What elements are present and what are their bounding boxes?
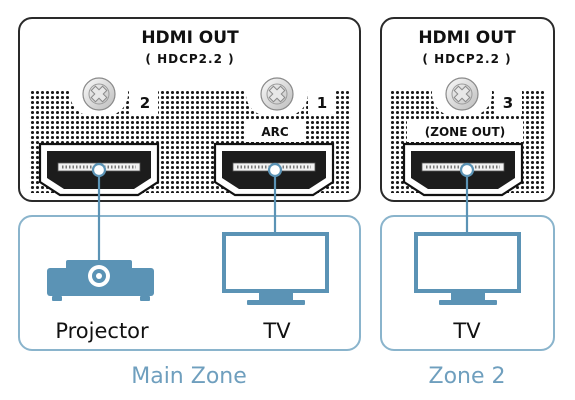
tv-icon: [222, 232, 329, 305]
main-zone-label: Main Zone: [131, 364, 247, 389]
port-2-number: 2: [140, 94, 150, 112]
port-3-zone-out-label: (ZONE OUT): [425, 125, 505, 139]
projector-icon: [47, 260, 154, 301]
main-panel-header: HDMI OUT: [141, 28, 239, 48]
cable-port1-to-tv: [267, 162, 283, 232]
zone2-hdmi-panel: HDMI OUT ( HDCP2.2 ) 3 (ZONE OUT): [380, 17, 555, 202]
tv-icon: [414, 232, 521, 305]
zone2-panel-subheader: ( HDCP2.2 ): [422, 52, 511, 66]
zone2-panel-header: HDMI OUT: [418, 28, 516, 48]
port-3-number: 3: [503, 94, 513, 112]
cable-port3-to-tv: [459, 162, 475, 232]
screw-icon: [445, 77, 479, 111]
zone2-tv-label: TV: [452, 319, 481, 343]
port-1-arc-label: ARC: [261, 125, 289, 139]
projector-label: Projector: [55, 319, 149, 343]
main-hdmi-panel: HDMI OUT ( HDCP2.2 ) 2 1 ARC: [18, 17, 361, 202]
main-panel-subheader: ( HDCP2.2 ): [145, 52, 234, 66]
screw-icon: [82, 77, 116, 111]
cable-port2-to-projector: [91, 162, 107, 262]
screw-icon: [260, 77, 294, 111]
port-1-number: 1: [317, 94, 327, 112]
main-tv-label: TV: [262, 319, 291, 343]
zone2-label: Zone 2: [429, 364, 506, 389]
